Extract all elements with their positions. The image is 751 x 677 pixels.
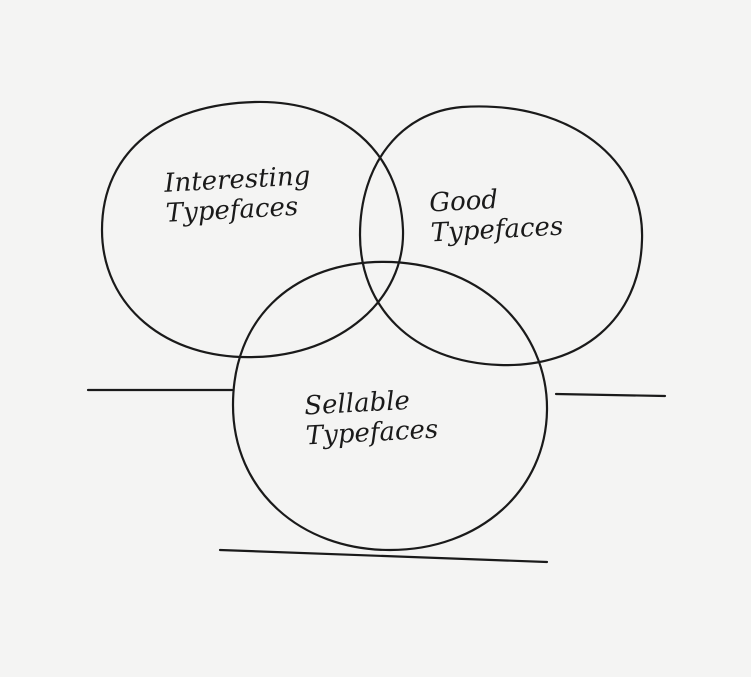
table-edge-line-bottom (218, 548, 549, 564)
set-label-good: Good Typefaces (429, 182, 564, 249)
set-label-sellable: Sellable Typefaces (304, 385, 439, 451)
circle-good (358, 105, 644, 367)
table-edge-line-right (554, 392, 667, 398)
circle-interesting (100, 100, 405, 359)
set-label-interesting: Interesting Typefaces (164, 161, 313, 229)
circle-sellable (231, 260, 549, 552)
